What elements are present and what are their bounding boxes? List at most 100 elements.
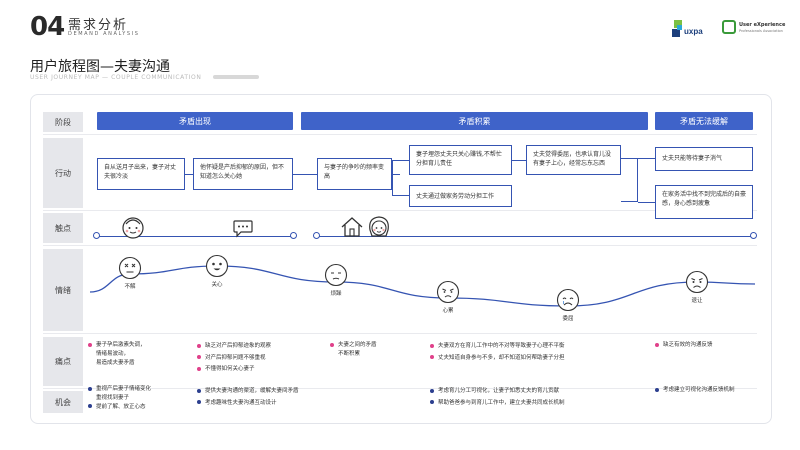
pain-bullet [655, 342, 659, 347]
pain-bullet [197, 343, 201, 348]
connector [512, 160, 526, 161]
opportunity-bullet [430, 388, 434, 393]
action-box: 妻子埋怨丈夫只关心赚钱,不帮忙分担育儿责任 [409, 145, 512, 175]
action-box: 在家务活中找不到完成后的自豪感，身心感到疲惫 [655, 185, 753, 219]
opportunity-text: 考虑建立可视化沟通反馈机制 [663, 387, 735, 393]
opportunity-bullet [88, 386, 92, 391]
pain-text: 对产后抑郁问题不够重视 [205, 354, 266, 361]
row-label-touch: 触点 [43, 213, 83, 243]
pain-bullet [330, 342, 334, 347]
stage-conflict-appears: 矛盾出现 [97, 112, 293, 130]
pain-text: 不断积累 [338, 350, 361, 357]
opportunity-text: 重视产后妻子情绪变化 [96, 386, 152, 392]
opportunity-text: 帮助爸爸参与到育儿工作中，建立夫妻共同成长机制 [438, 399, 565, 406]
row-divider [43, 134, 757, 135]
connector [185, 174, 193, 175]
ux-logo-mark [722, 20, 736, 34]
opportunity-bullet [197, 400, 201, 405]
connector-branch [621, 158, 638, 202]
touchpoint-dot [313, 232, 320, 239]
emotion-face-icon [556, 288, 580, 312]
pain-bullet [197, 355, 201, 360]
action-box: 丈夫只能等待妻子消气 [655, 147, 753, 171]
subtitle-bar [213, 75, 259, 79]
row-label-emotion: 情绪 [43, 249, 83, 331]
pain-list: 缺乏对产后抑郁迹象的观察 对产后抑郁问题不够重视 不懂得如何关心妻子 [197, 341, 271, 376]
opportunity-list: 提供夫妻沟通的渠道，缓解夫妻间矛盾 考虑趣味性夫妻沟通互动设计 [197, 386, 299, 409]
journey-map-card [30, 94, 772, 424]
pain-text: 夫妻之间的矛盾 [338, 342, 377, 348]
opportunity-list: 重视产后妻子情绪变化 重视找到妻子 提前了解、放正心态 [88, 385, 151, 411]
pain-list: 夫妻之间的矛盾 不断积累 [330, 341, 377, 359]
row-divider [43, 210, 757, 211]
pain-list: 妻子孕后激素失调， 情绪易波动， 易造成夫妻矛盾 [88, 341, 146, 367]
action-box: 他怀疑是产后抑郁的原因，但不知道怎么关心她 [193, 158, 293, 190]
row-label-stage: 阶段 [43, 112, 83, 132]
pain-bullet [430, 343, 434, 348]
pain-text: 缺乏有效的沟通反馈 [663, 342, 713, 348]
opportunity-bullet [197, 388, 201, 393]
emotion-label: 关心 [211, 282, 223, 288]
pain-bullet [88, 342, 92, 347]
opportunity-list: 考虑育儿分工可视化，让妻子知悉丈夫的育儿贡献 帮助爸爸参与到育儿工作中，建立夫妻… [430, 386, 565, 409]
pain-text: 缺乏对产后抑郁迹象的观察 [205, 343, 272, 349]
pain-bullet [430, 355, 434, 360]
baby-icon [122, 217, 144, 239]
pain-list: 缺乏有效的沟通反馈 [655, 341, 713, 350]
page-subtitle: USER JOURNEY MAP — COUPLE COMMUNICATION [30, 74, 202, 81]
connector [638, 158, 655, 159]
connector [638, 202, 655, 203]
touchpoint-dot [750, 232, 757, 239]
emotion-face-icon [205, 254, 229, 278]
ux-professionals-logo: User eXperience Professionals Associatio… [722, 18, 785, 40]
row-divider [43, 388, 757, 389]
emotion-label: 委屈 [562, 316, 574, 322]
header-title: 需求分析 [68, 18, 129, 33]
section-number: 04 [30, 12, 65, 42]
ux-logo-line2: Professionals Association [739, 29, 783, 33]
opportunity-list: 考虑建立可视化沟通反馈机制 [655, 386, 735, 395]
emotion-label: 退让 [691, 298, 703, 304]
opportunity-text: 重视找到妻子 [96, 394, 130, 401]
emotion-label: 心累 [442, 308, 454, 314]
ux-logo-line1: User eXperience [739, 22, 786, 28]
touchpoint-dot [290, 232, 297, 239]
emotion-label: 烦躁 [330, 291, 342, 297]
emotion-face-icon [118, 256, 142, 280]
uxpa-logo: uxpa [672, 18, 712, 40]
uxpa-logo-text: uxpa [684, 27, 703, 36]
pain-text: 妻子孕后激素失调， [96, 342, 146, 348]
emotion-face-icon [324, 263, 348, 287]
row-label-opportunity: 机会 [43, 391, 83, 413]
pain-text: 情绪易波动， [96, 350, 130, 357]
opportunity-bullet [655, 387, 659, 392]
action-box: 与妻子的争吵的频率变高 [317, 158, 392, 190]
emotion-curve [89, 265, 756, 307]
opportunity-text: 提前了解、放正心态 [96, 403, 146, 410]
opportunity-text: 提供夫妻沟通的渠道，缓解夫妻间矛盾 [205, 388, 299, 394]
pain-text: 易造成夫妻矛盾 [96, 359, 135, 366]
header-subtitle: DEMAND ANALYSIS [68, 31, 140, 37]
pain-bullet [197, 366, 201, 371]
opportunity-bullet [88, 404, 92, 409]
emotion-face-icon [685, 270, 709, 294]
pain-text: 丈夫知道自身参与不多，却不知道如何帮助妻子分担 [438, 354, 565, 361]
row-divider [43, 245, 757, 246]
house-icon [341, 217, 363, 237]
touchpoint-line [97, 236, 293, 237]
connector [392, 174, 400, 175]
chat-bubble-icon [233, 220, 253, 238]
page-title: 用户旅程图—夫妻沟通 [30, 59, 170, 75]
row-label-pain: 痛点 [43, 337, 83, 386]
stage-conflict-accumulates: 矛盾积累 [301, 112, 648, 130]
action-box: 丈夫觉得委屈，也承认育儿没有妻子上心，经常忘东忘西 [526, 145, 621, 175]
row-label-action: 行动 [43, 138, 83, 208]
stage-conflict-unresolved: 矛盾无法缓解 [655, 112, 753, 130]
row-divider [43, 333, 757, 334]
pain-text: 夫妻双方在育儿工作中的不对等导致妻子心理不平衡 [438, 343, 565, 349]
touchpoint-dot [93, 232, 100, 239]
woman-face-icon [369, 216, 389, 237]
emotion-label: 不解 [124, 284, 136, 290]
connector [293, 174, 317, 175]
